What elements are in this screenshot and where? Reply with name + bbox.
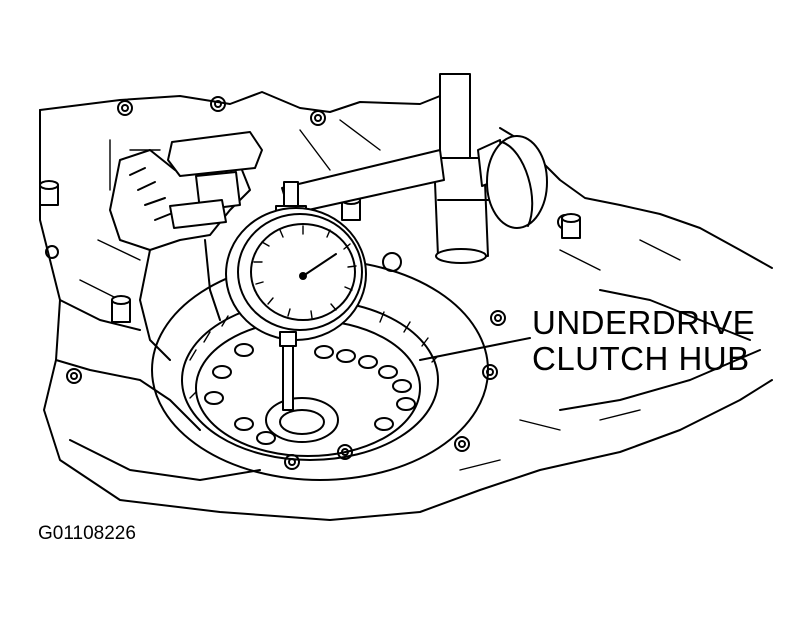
callout-leader-line — [419, 337, 531, 361]
indicator-stand — [281, 73, 548, 264]
left-bracket-assembly — [109, 131, 263, 361]
callout-line-1: UNDERDRIVE — [532, 304, 756, 341]
figure-id: G01108226 — [38, 523, 136, 544]
dial-indicator — [225, 181, 367, 411]
transmission-case — [39, 91, 773, 521]
underdrive-clutch-hub-callout: UNDERDRIVE CLUTCH HUB — [532, 305, 755, 377]
callout-line-2: CLUTCH HUB — [532, 340, 750, 377]
case-bolts — [39, 96, 581, 470]
